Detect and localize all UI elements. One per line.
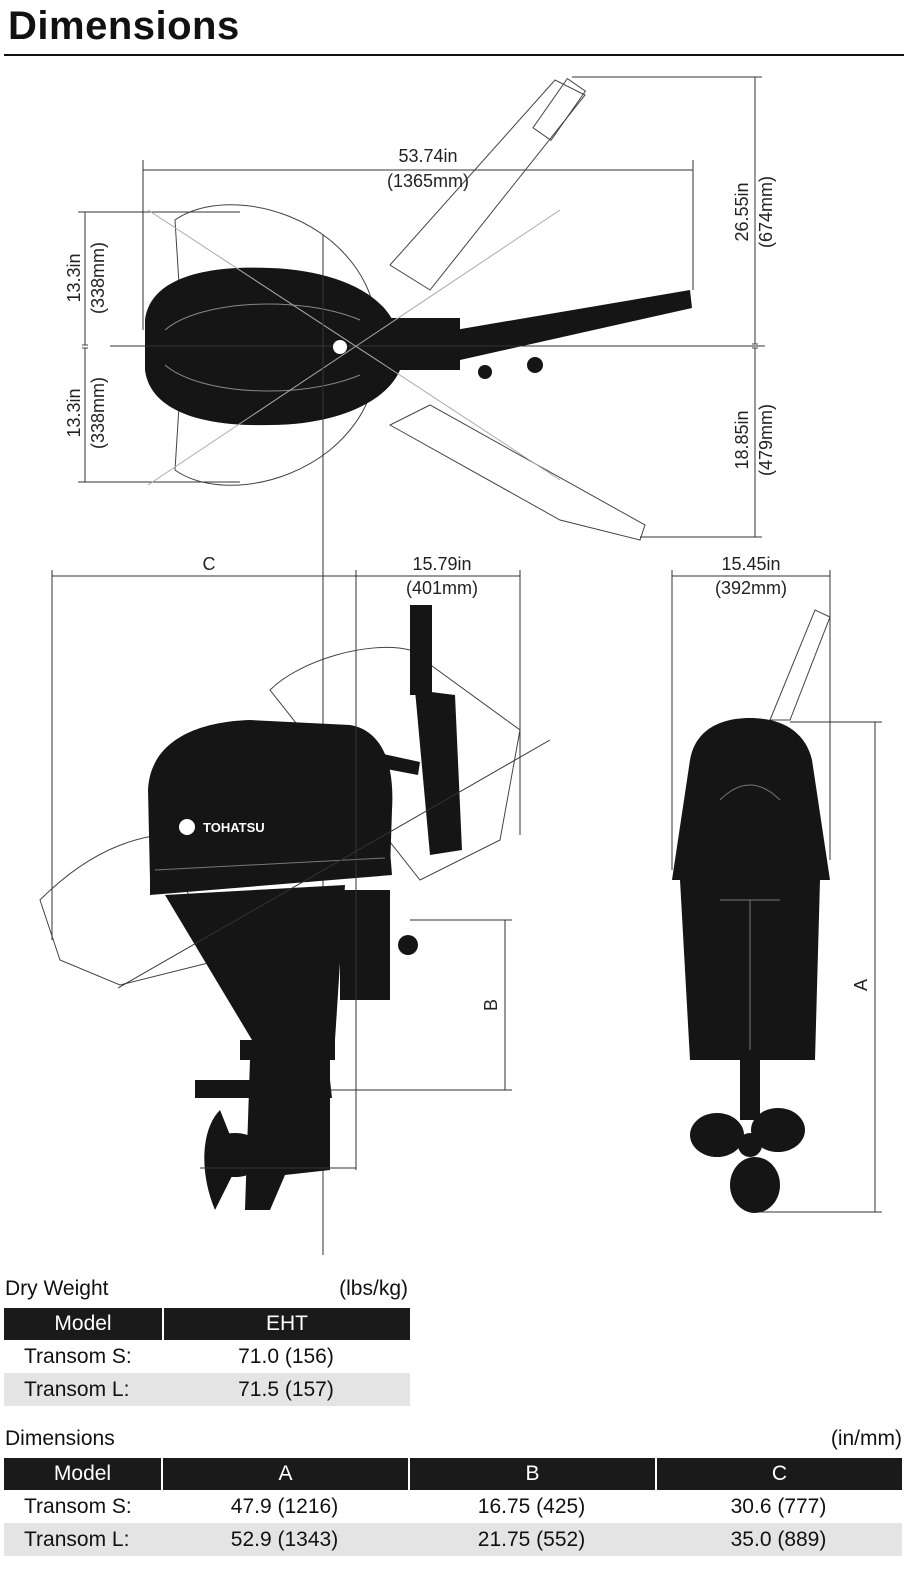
table-row: Transom S: 71.0 (156)	[4, 1340, 410, 1373]
top-view: 53.74in (1365mm) 13.3in (338mm) 13.3in (…	[64, 76, 776, 1255]
dimensions-value-b: 16.75 (425)	[477, 1494, 586, 1518]
dry-weight-label: Dry Weight	[5, 1277, 109, 1300]
dimensions-row-label: Transom L:	[4, 1523, 161, 1556]
table-row: Transom L: 52.9 (1343) 21.75 (552) 35.0 …	[4, 1523, 902, 1556]
dry-weight-table: Model EHT Transom S: 71.0 (156) Transom …	[4, 1308, 410, 1406]
dim-overall-length-in: 53.74in	[398, 146, 457, 166]
dry-weight-header-eht: EHT	[162, 1308, 410, 1340]
dimensions-value-c: 35.0 (889)	[655, 1523, 902, 1556]
dim-label-c: C	[203, 554, 216, 574]
dimensions-value-b: 21.75 (552)	[408, 1523, 655, 1556]
dimensions-table-unit: (in/mm)	[830, 1427, 902, 1450]
dim-label-b: B	[481, 999, 501, 1011]
title-divider	[4, 54, 904, 56]
dimensions-header-c: C	[655, 1458, 902, 1490]
page-title: Dimensions	[8, 4, 240, 48]
dim-overall-length-mm: (1365mm)	[387, 171, 469, 191]
dim-half-width-lower-in: 13.3in	[64, 388, 84, 437]
brand-logo: TOHATSU	[203, 820, 265, 835]
dimensions-header-model: Model	[4, 1458, 161, 1490]
dry-weight-value: 71.5 (157)	[162, 1373, 410, 1406]
dim-half-width-lower-mm: (338mm)	[88, 377, 108, 449]
table-row: Transom L: 71.5 (157)	[4, 1373, 410, 1406]
dim-tiller-reach-mm: (401mm)	[406, 578, 478, 598]
dim-tiller-swing-lower-in: 18.85in	[732, 410, 752, 469]
dimensions-value-c: 30.6 (777)	[730, 1494, 827, 1518]
dimensions-table-label: Dimensions	[5, 1427, 115, 1450]
dim-tiller-swing-upper-in: 26.55in	[732, 182, 752, 241]
rear-view: 15.45in (392mm) A	[671, 554, 882, 1213]
dim-half-width-upper-mm: (338mm)	[88, 242, 108, 314]
dry-weight-row-label: Transom L:	[4, 1373, 162, 1406]
dimensions-value-a: 52.9 (1343)	[161, 1523, 408, 1556]
dry-weight-unit: (lbs/kg)	[339, 1277, 408, 1300]
dim-rear-width-mm: (392mm)	[715, 578, 787, 598]
dim-half-width-upper-in: 13.3in	[64, 253, 84, 302]
dimensions-row-label: Transom S:	[24, 1494, 132, 1518]
dim-tiller-reach-in: 15.79in	[412, 554, 471, 574]
dim-label-a: A	[851, 979, 871, 991]
dimensions-header-b: B	[408, 1458, 655, 1490]
dry-weight-row-label: Transom S:	[24, 1344, 132, 1368]
dimension-drawing: 53.74in (1365mm) 13.3in (338mm) 13.3in (…	[39, 76, 882, 1255]
dimensions-value-a: 47.9 (1216)	[230, 1494, 339, 1518]
dim-rear-width-in: 15.45in	[721, 554, 780, 574]
dry-weight-header-model: Model	[4, 1308, 162, 1340]
dim-tiller-swing-lower-mm: (479mm)	[756, 404, 776, 476]
side-view: TOHATSU C 15.79in (401mm) B	[39, 554, 551, 1210]
dry-weight-value: 71.0 (156)	[238, 1344, 334, 1368]
dimensions-table: Model A B C Transom S: 47.9 (1216) 16.75…	[4, 1458, 902, 1556]
table-row: Transom S: 47.9 (1216) 16.75 (425) 30.6 …	[4, 1490, 902, 1523]
dimensions-header-a: A	[161, 1458, 408, 1490]
dim-tiller-swing-upper-mm: (674mm)	[756, 176, 776, 248]
